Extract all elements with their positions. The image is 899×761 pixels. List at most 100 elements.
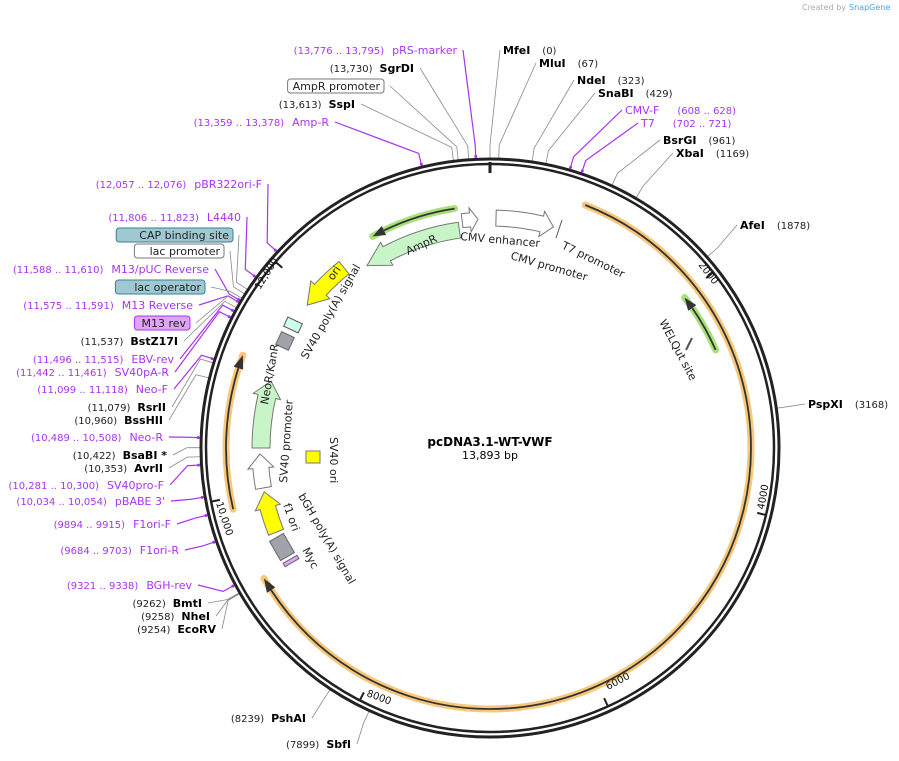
location-text: (7899): [286, 740, 319, 751]
location-text: (702 .. 721): [673, 119, 732, 130]
feature-box-lac-promoter[interactable]: lac promoter: [133, 243, 225, 259]
enzyme-site-label[interactable]: NdeI(323): [577, 74, 645, 87]
primer-label[interactable]: CMV-F(608 .. 628): [625, 104, 736, 117]
location-text: (10,353): [84, 464, 127, 475]
name-text: CMV-F: [625, 104, 659, 117]
enzyme-site-label[interactable]: (13,613)SspI: [279, 98, 355, 111]
green-arc-welqut: [681, 294, 720, 354]
label-leader-line: [174, 310, 232, 373]
enzyme-site-label[interactable]: (10,960)BssHII: [74, 414, 163, 427]
primer-label[interactable]: (9684 .. 9703)F1ori-R: [60, 544, 179, 557]
enzyme-site-label[interactable]: SnaBI(429): [598, 87, 673, 100]
label-leader-line: [581, 122, 639, 174]
primer-label[interactable]: T7(702 .. 721): [640, 117, 732, 130]
name-text: AvrII: [134, 462, 163, 475]
label-leader-line: [172, 447, 201, 456]
primer-label[interactable]: (11,588 .. 11,610)M13/pUC Reverse: [13, 263, 209, 276]
name-text: SnaBI: [598, 87, 634, 100]
enzyme-site-label[interactable]: (9258) NheI: [141, 610, 210, 623]
feature-box-ampr-promoter[interactable]: AmpR promoter: [287, 78, 385, 94]
feature-box-lac-operator[interactable]: lac operator: [114, 279, 206, 295]
location-text: (961): [708, 136, 735, 147]
label-leader-line: [173, 354, 215, 390]
location-text: (11,099 .. 11,118): [37, 385, 128, 396]
enzyme-site-label[interactable]: (13,730)SgrDI: [330, 62, 414, 75]
enzyme-site-label[interactable]: MluI(67): [539, 57, 598, 70]
tick-label: 12,000: [253, 256, 281, 292]
name-text: BsrGI: [663, 134, 696, 147]
primer-label[interactable]: (10,489 .. 10,508)Neo-R: [31, 431, 163, 444]
enzyme-site-label[interactable]: XbaI(1169): [676, 147, 749, 160]
label-leader-line: [311, 689, 331, 719]
primer-label[interactable]: (12,057 .. 12,076)pBR322ori-F: [96, 178, 262, 191]
ampr-feature: [366, 221, 462, 267]
label-leader-line: [197, 584, 235, 592]
name-text: BssHII: [124, 414, 163, 427]
label-leader-line: [356, 711, 370, 745]
feature-label: bGH poly(A) signal: [295, 491, 358, 586]
label-leader-line: [244, 216, 257, 278]
primer-label[interactable]: (11,575 .. 11,591)M13 Reverse: [23, 299, 193, 312]
primer-label[interactable]: (10,034 .. 10,054)pBABE 3': [16, 495, 165, 508]
name-text: M13 Reverse: [122, 299, 193, 312]
label-leader-line: [207, 592, 240, 604]
enzyme-site-label[interactable]: (10,353) AvrII: [84, 462, 163, 475]
name-text: MluI: [539, 57, 566, 70]
tick-mark: [358, 691, 365, 701]
primer-label[interactable]: (11,496 .. 11,515)EBV-rev: [33, 353, 175, 366]
tick-mark: [756, 511, 767, 516]
label-leader-line: [266, 183, 278, 252]
enzyme-site-label[interactable]: (11,079)RsrII: [88, 401, 166, 414]
label-leader-line: [221, 593, 240, 630]
label-leader-line: [235, 234, 248, 290]
enzyme-site-label[interactable]: MfeI(0): [503, 44, 557, 57]
name-text: F1ori-R: [140, 544, 180, 557]
name-text: NheI: [181, 610, 210, 623]
location-text: (13,730): [330, 64, 373, 75]
enzyme-site-label[interactable]: PspXI(3168): [808, 398, 888, 411]
primer-label[interactable]: (9321 .. 9338)BGH-rev: [67, 579, 193, 592]
neor-kanr-feature: [251, 380, 282, 449]
feature-box-label: lac promoter: [150, 245, 221, 258]
enzyme-site-label[interactable]: AfeI(1878): [740, 219, 810, 232]
sv40-polya-feature: [275, 331, 295, 351]
label-leader-line: [168, 456, 201, 469]
enzyme-site-label[interactable]: (9254)EcoRV: [137, 623, 216, 636]
name-text: EcoRV: [177, 623, 216, 636]
name-text: BGH-rev: [146, 579, 192, 592]
enzyme-site-label[interactable]: (9262)BmtI: [133, 597, 202, 610]
primer-label[interactable]: (9894 .. 9915)F1ori-F: [54, 518, 171, 531]
welqut-site-feature: [685, 337, 693, 351]
enzyme-site-label[interactable]: (10,422)BsaBI *: [73, 449, 167, 462]
label-leader-line: [545, 92, 596, 164]
feature-box-m13-rev[interactable]: M13 rev: [133, 315, 191, 331]
name-text: SV40pro-F: [107, 479, 164, 492]
label-leader-line: [176, 514, 208, 525]
enzyme-site-label[interactable]: (8239)PshAI: [231, 712, 306, 725]
name-text: SbfI: [326, 738, 351, 751]
feature-box-cap-binding-site[interactable]: CAP binding site: [115, 227, 234, 243]
primer-label[interactable]: (13,359 .. 13,378)Amp-R: [194, 116, 330, 129]
label-leader-line: [210, 286, 242, 299]
label-leader-line: [168, 374, 209, 421]
enzyme-site-label[interactable]: BsrGI (961): [663, 134, 735, 147]
green-arc-ampr: [369, 205, 459, 240]
primer-label[interactable]: (11,442 .. 11,461)SV40pA-R: [16, 366, 169, 379]
enzyme-site-label[interactable]: (7899) SbfI: [286, 738, 351, 751]
enzyme-site-label[interactable]: (11,537)BstZ17I: [81, 335, 178, 348]
location-text: (9258): [141, 612, 174, 623]
location-text: (10,281 .. 10,300): [9, 481, 100, 492]
label-leader-line: [195, 295, 240, 324]
label-leader-line: [489, 49, 501, 158]
primer-label[interactable]: (10,281 .. 10,300) SV40pro-F: [9, 479, 165, 492]
bgh-polya-feature: [268, 532, 296, 562]
primer-label[interactable]: (13,776 .. 13,795)pRS-marker: [294, 44, 458, 57]
feature-label: WELQut site: [656, 317, 699, 383]
location-text: (11,806 .. 11,823): [108, 213, 199, 224]
primer-label[interactable]: (11,099 .. 11,118)Neo-F: [37, 383, 168, 396]
sv40-promoter-feature: [246, 453, 275, 490]
name-text: pBR322ori-F: [194, 178, 262, 191]
primer-mark: [419, 162, 423, 166]
primer-label[interactable]: (11,806 .. 11,823)L4440: [108, 211, 241, 224]
plasmid-name: pcDNA3.1-WT-VWF: [427, 435, 552, 449]
